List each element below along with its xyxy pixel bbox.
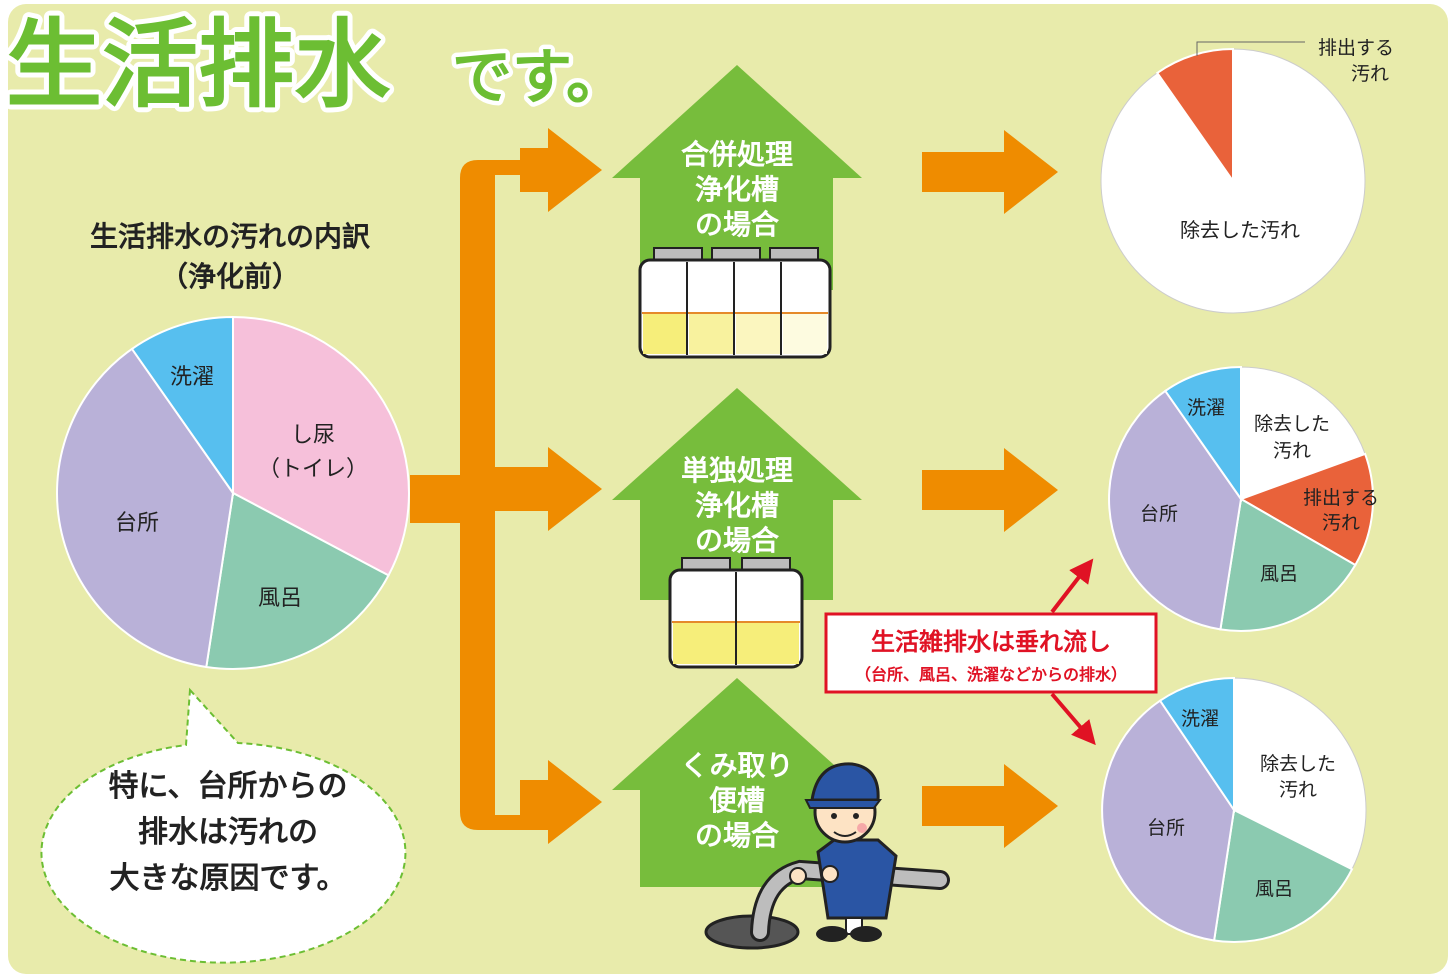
arrow-to-pie-3 — [922, 764, 1058, 848]
house-2-line-1: 単独処理 — [681, 454, 793, 487]
slice-removed — [1240, 366, 1366, 500]
pie-3-bath: 風呂 — [1255, 878, 1293, 900]
note-line-1: 生活雑排水は垂れ流し — [871, 628, 1111, 656]
pie-2-removed-2: 汚れ — [1273, 440, 1311, 462]
house-2-line-3: の場合 — [695, 524, 780, 557]
title-main: 生活排水 — [6, 9, 391, 121]
worker-cap — [810, 762, 880, 802]
house-3-line-2: 便槽 — [709, 784, 765, 817]
slice-bath — [1212, 808, 1354, 944]
house-1-line-2: 浄化槽 — [695, 173, 779, 206]
red-arrow-down — [1050, 692, 1096, 746]
house-1-line-3: の場合 — [695, 208, 780, 241]
slice-kitchen — [1108, 389, 1243, 631]
label-toilet-1: し尿 — [291, 423, 335, 448]
house-3-line-1: くみ取り — [680, 749, 793, 782]
slice-kitchen — [1101, 699, 1236, 942]
flow-pipe — [410, 128, 1058, 848]
pie-combined-result: 排出する 汚れ 除去した汚れ — [1100, 37, 1394, 314]
house-1-line-1: 合併処理 — [681, 138, 793, 171]
label-kitchen: 台所 — [115, 511, 159, 536]
house-combined-septic: 合併処理 浄化槽 の場合 — [612, 65, 862, 359]
slice-removed — [1233, 677, 1367, 870]
arrow-to-pie-2 — [922, 448, 1058, 532]
slice-bath — [205, 491, 390, 670]
pie-1-removed: 除去した汚れ — [1180, 218, 1300, 242]
arrow-to-house-1 — [520, 128, 602, 212]
label-wash: 洗濯 — [170, 365, 214, 390]
title-suffix: です。 — [452, 43, 626, 113]
main-pie-chart: 洗濯 し尿 （トイレ） 台所 風呂 — [56, 315, 410, 670]
house-pit-toilet: くみ取り 便槽 の場合 — [612, 678, 862, 887]
pie-2-removed-1: 除去した — [1254, 413, 1330, 435]
breakdown-heading: 生活排水の汚れの内訳 — [90, 220, 371, 253]
slice-bath — [1219, 497, 1357, 632]
pie-single-result: 洗濯 除去した 汚れ 排出する 汚れ 台所 風呂 — [1108, 365, 1379, 632]
bubble-line-1: 特に、台所からの — [108, 769, 347, 804]
slice-emitted — [1155, 47, 1234, 185]
label-toilet-2: （トイレ） — [258, 457, 368, 482]
pie-2-wash: 洗濯 — [1187, 397, 1225, 419]
pie-1-emitted-1: 排出する — [1318, 37, 1394, 59]
bubble-line-2: 排水は汚れの — [138, 815, 318, 850]
arrow-to-house-2 — [495, 447, 602, 531]
slice-emitted — [1238, 452, 1375, 567]
pie-3-removed-2: 汚れ — [1279, 779, 1317, 801]
pie-2-bath: 風呂 — [1260, 563, 1298, 585]
worker-illustration — [704, 762, 950, 950]
speech-bubble: 特に、台所からの 排水は汚れの 大きな原因です。 — [40, 687, 407, 964]
arrow-to-pie-1 — [922, 130, 1058, 214]
house-2-line-2: 浄化槽 — [695, 489, 779, 522]
breakdown-subheading: （浄化前） — [160, 260, 300, 293]
pie-2-emitted-2: 汚れ — [1322, 512, 1360, 534]
slice-wash — [1163, 365, 1242, 503]
pie-1-emitted-2: 汚れ — [1351, 63, 1389, 85]
pie-3-removed-1: 除去した — [1260, 753, 1336, 775]
septic-tank-4-chamber — [638, 247, 832, 359]
pie-3-wash: 洗濯 — [1181, 708, 1219, 730]
label-bath: 風呂 — [258, 586, 302, 611]
house-3-line-3: の場合 — [695, 819, 780, 852]
bubble-line-3: 大きな原因です。 — [110, 861, 347, 896]
septic-tank-2-chamber — [668, 557, 804, 669]
pie-3-kitchen: 台所 — [1147, 817, 1185, 839]
note-line-2: （台所、風呂、洗濯などからの排水） — [855, 665, 1127, 684]
slice-wash — [130, 315, 234, 497]
arrow-to-house-3 — [520, 760, 602, 844]
page-title: 生活排水 です。 — [1, 4, 631, 126]
untreated-drainage-note: 生活雑排水は垂れ流し （台所、風呂、洗濯などからの排水） — [824, 558, 1158, 746]
slice-toilet — [232, 315, 410, 577]
pie-2-kitchen: 台所 — [1140, 503, 1178, 525]
slice-kitchen — [56, 347, 235, 669]
pie-2-emitted-1: 排出する — [1303, 487, 1379, 509]
house-single-septic: 単独処理 浄化槽 の場合 — [612, 388, 862, 669]
slice-wash — [1158, 676, 1235, 814]
red-arrow-up — [1050, 558, 1094, 614]
pie-pit-result: 洗濯 除去した 汚れ 台所 風呂 — [1101, 676, 1367, 944]
